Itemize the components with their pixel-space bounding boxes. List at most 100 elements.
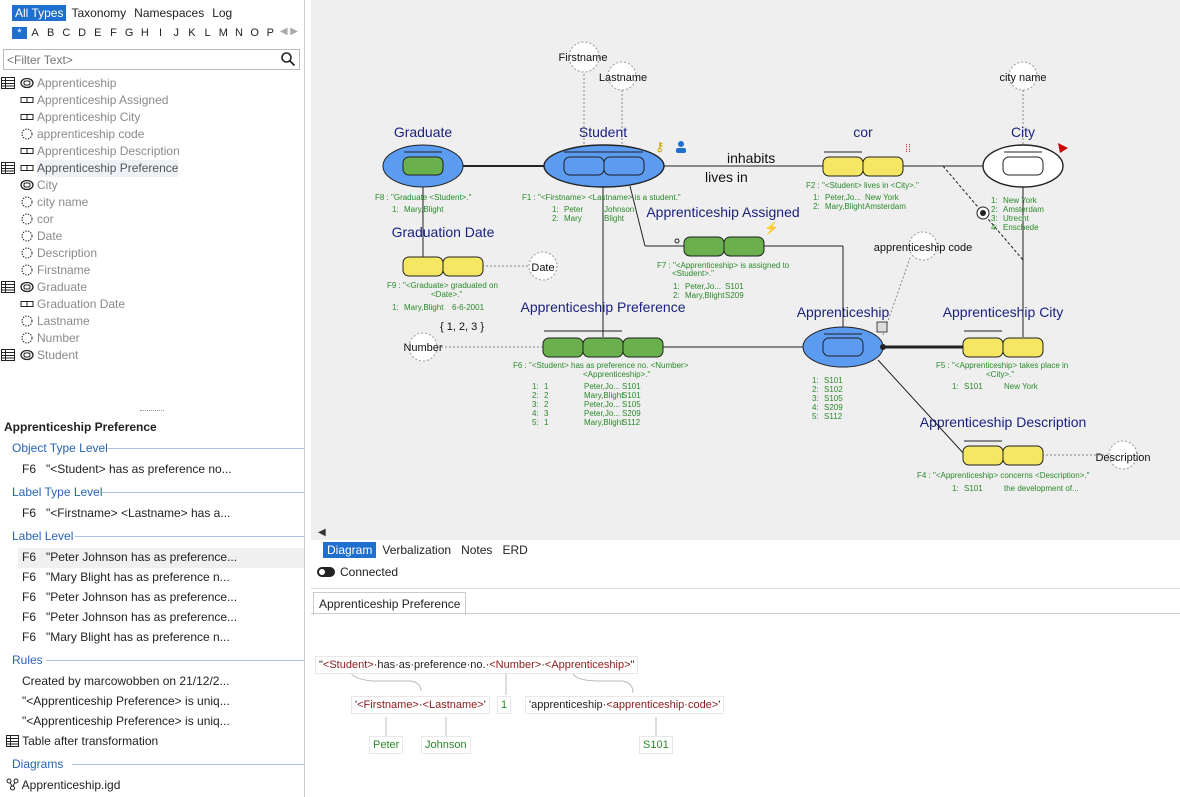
type-item-firstname[interactable]: Firstname bbox=[0, 262, 304, 279]
type-item-apprenticeship-description[interactable]: Apprenticeship Description bbox=[0, 143, 304, 160]
tab-all-types[interactable]: All Types bbox=[12, 5, 67, 21]
rule-row[interactable]: Created by marcowobben on 21/12/2... bbox=[22, 674, 230, 688]
letter-f[interactable]: F bbox=[110, 27, 117, 39]
population-cell: S101 bbox=[964, 382, 983, 391]
type-item-description[interactable]: Description bbox=[0, 245, 304, 262]
letter-c[interactable]: C bbox=[62, 27, 71, 39]
letter-l[interactable]: L bbox=[204, 27, 211, 39]
type-item-lastname[interactable]: Lastname bbox=[0, 313, 304, 330]
population-cell: 2: bbox=[812, 385, 819, 394]
section-object-type-level[interactable]: Object Type Level bbox=[12, 441, 108, 455]
rule-row[interactable]: "<Apprenticeship Preference> is uniq... bbox=[22, 714, 230, 728]
detail-row[interactable]: F6"Peter Johnson has as preference... bbox=[22, 590, 238, 604]
detail-row[interactable]: F6"Peter Johnson has as preference... bbox=[22, 550, 238, 564]
type-item-graduation-date[interactable]: Graduation Date bbox=[0, 296, 304, 313]
number-value[interactable]: 1 bbox=[497, 696, 512, 714]
type-item-label: Lastname bbox=[37, 314, 90, 328]
letter-a[interactable]: A bbox=[31, 27, 39, 39]
letter-i[interactable]: I bbox=[159, 27, 163, 39]
section-label-type-level[interactable]: Label Type Level bbox=[12, 485, 103, 499]
panel-splitter[interactable] bbox=[140, 410, 164, 413]
section-diagrams[interactable]: Diagrams bbox=[12, 757, 64, 771]
diagram-canvas[interactable]: ⚷ ⁞⁞ ⚡ Graduate Student cor City Graduat… bbox=[311, 0, 1180, 540]
tab-taxonomy[interactable]: Taxonomy bbox=[71, 6, 127, 20]
type-item-number[interactable]: Number bbox=[0, 330, 304, 347]
label-type-icon bbox=[20, 264, 34, 281]
letter-all[interactable]: * bbox=[12, 27, 27, 39]
type-item-graduate[interactable]: Graduate bbox=[0, 279, 304, 296]
label-text-apprenticeship-code: apprenticeship code bbox=[874, 242, 972, 254]
type-item-apprenticeship[interactable]: Apprenticeship bbox=[0, 75, 304, 92]
type-item-apprenticeship-assigned[interactable]: Apprenticeship Assigned bbox=[0, 92, 304, 109]
diagram-file-row[interactable]: Apprenticeship.igd bbox=[6, 778, 120, 792]
tab-notes[interactable]: Notes bbox=[461, 543, 493, 557]
type-item-label: apprenticeship code bbox=[37, 127, 145, 141]
label-type-icon bbox=[20, 230, 34, 247]
letter-e[interactable]: E bbox=[94, 27, 102, 39]
letter-m[interactable]: M bbox=[218, 27, 228, 39]
population-cell: 2 bbox=[544, 391, 549, 400]
scroll-left-arrow[interactable]: ◀ bbox=[318, 527, 326, 538]
detail-row[interactable]: F6"Mary Blight has as preference n... bbox=[22, 570, 230, 584]
letter-p[interactable]: P bbox=[266, 27, 275, 39]
section-rules[interactable]: Rules bbox=[12, 653, 43, 667]
label-type-icon bbox=[20, 315, 34, 332]
type-item-apprenticeship-city[interactable]: Apprenticeship City bbox=[0, 109, 304, 126]
entity-type-icon bbox=[20, 349, 34, 366]
letter-j[interactable]: J bbox=[173, 27, 179, 39]
tab-erd[interactable]: ERD bbox=[502, 543, 528, 557]
tab-log[interactable]: Log bbox=[212, 6, 233, 20]
population-cell: 2: bbox=[991, 205, 998, 214]
table-icon bbox=[1, 77, 15, 94]
letter-n[interactable]: N bbox=[234, 27, 243, 39]
type-item-date[interactable]: Date bbox=[0, 228, 304, 245]
letter-o[interactable]: O bbox=[250, 27, 259, 39]
verbalization-panel: Apprenticeship Preference "<Student>·has… bbox=[311, 588, 1180, 797]
population-cell: 4: bbox=[532, 409, 539, 418]
student-expansion[interactable]: '<Firstname>·<Lastname>' bbox=[351, 696, 490, 714]
value-firstname[interactable]: Peter bbox=[369, 736, 404, 754]
selected-row-highlight bbox=[18, 548, 304, 568]
title-apprenticeship-city: Apprenticeship City bbox=[943, 304, 1064, 320]
detail-row[interactable]: F6"Peter Johnson has as preference... bbox=[22, 610, 238, 624]
letter-d[interactable]: D bbox=[78, 27, 87, 39]
apprenticeship-expansion[interactable]: 'apprenticeship·<apprenticeship·code>' bbox=[525, 696, 725, 714]
title-graduation-date: Graduation Date bbox=[392, 224, 495, 240]
tab-verbalization[interactable]: Verbalization bbox=[382, 543, 452, 557]
type-item-apprenticeship-preference[interactable]: Apprenticeship Preference bbox=[0, 160, 304, 177]
type-item-student[interactable]: Student bbox=[0, 347, 304, 364]
section-label-level[interactable]: Label Level bbox=[12, 529, 74, 543]
type-item-label: Apprenticeship Assigned bbox=[37, 93, 169, 107]
value-code[interactable]: S101 bbox=[639, 736, 673, 754]
rule-row[interactable]: "<Apprenticeship Preference> is uniq... bbox=[22, 694, 230, 708]
population-cell: 1: bbox=[952, 382, 959, 391]
tab-namespaces[interactable]: Namespaces bbox=[134, 6, 205, 20]
role-text-lives-in: lives in bbox=[705, 169, 748, 185]
label-description bbox=[1108, 440, 1138, 470]
letter-g[interactable]: G bbox=[124, 27, 134, 39]
population-cell: S102 bbox=[824, 385, 843, 394]
type-item-cor[interactable]: cor bbox=[0, 211, 304, 228]
letter-k[interactable]: K bbox=[188, 27, 196, 39]
value-lastname[interactable]: Johnson bbox=[421, 736, 471, 754]
type-item-city-name[interactable]: city name bbox=[0, 194, 304, 211]
filter-input[interactable] bbox=[3, 49, 300, 70]
detail-row[interactable]: F6"<Firstname> <Lastname> has a... bbox=[22, 506, 231, 520]
type-item-city[interactable]: City bbox=[0, 177, 304, 194]
detail-row[interactable]: F6"<Student> has as preference no... bbox=[22, 462, 232, 476]
toggle-switch[interactable] bbox=[317, 567, 335, 577]
label-firstname bbox=[568, 41, 600, 73]
letter-h[interactable]: H bbox=[140, 27, 149, 39]
population-cell: 2: bbox=[532, 391, 539, 400]
tab-diagram[interactable]: Diagram bbox=[323, 542, 377, 558]
bottom-tab[interactable]: Apprenticeship Preference bbox=[313, 592, 467, 615]
detail-row[interactable]: F6"Mary Blight has as preference n... bbox=[22, 630, 230, 644]
fact-sentence[interactable]: "<Student>·has·as·preference·no.·<Number… bbox=[315, 656, 639, 674]
type-item-apprenticeship-code[interactable]: apprenticeship code bbox=[0, 126, 304, 143]
letter-b[interactable]: B bbox=[47, 27, 55, 39]
type-item-label: Number bbox=[37, 331, 80, 345]
letter-scroll-arrows[interactable]: ◀ ▶ bbox=[279, 26, 298, 37]
connected-toggle[interactable]: Connected bbox=[317, 565, 398, 579]
search-icon[interactable] bbox=[280, 51, 296, 67]
table-after-transformation[interactable]: Table after transformation bbox=[6, 734, 158, 748]
